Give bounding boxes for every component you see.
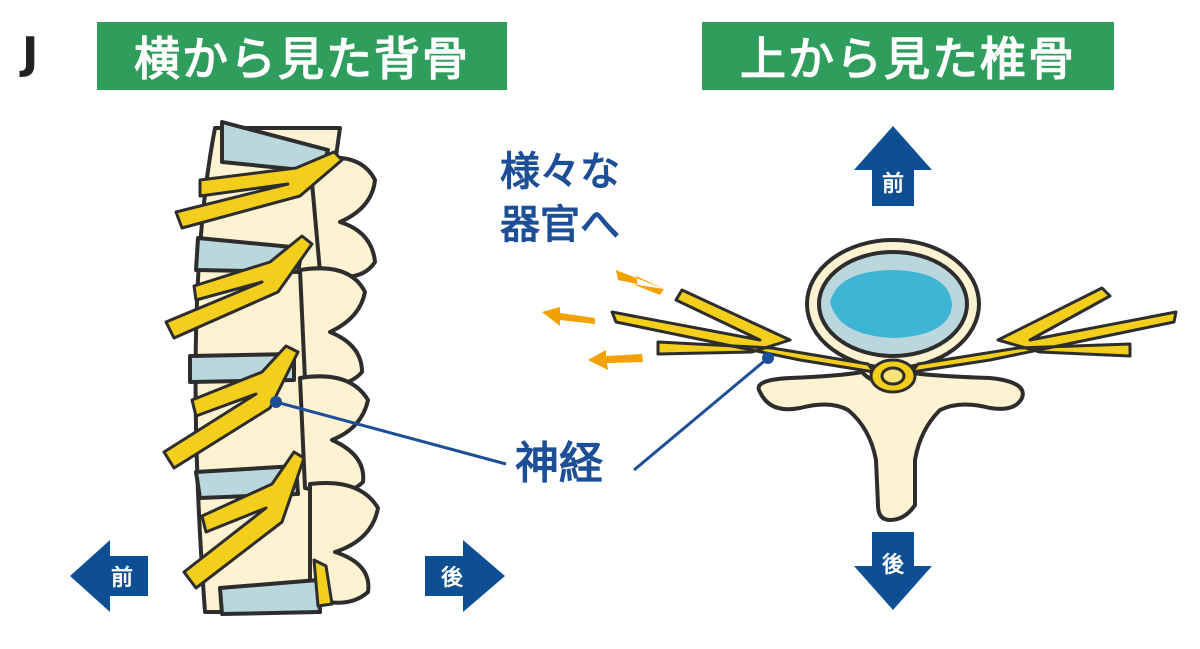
orange-arrow-3: [588, 350, 643, 370]
nerve-bundle-3: [162, 344, 300, 470]
nerve-leader-left: [275, 400, 507, 466]
nerve-bundle-1: [174, 150, 344, 230]
top-view-nerves: [610, 286, 1178, 394]
nerve-left-branches: [610, 288, 876, 374]
nerve-label: 神経: [515, 438, 604, 489]
front-label-left: 前: [111, 565, 133, 591]
organs-label-line1: 様々な: [500, 149, 620, 195]
orange-arrow-1: [616, 270, 664, 295]
spinous-process-2: [298, 266, 367, 387]
vertebral-arch: [756, 370, 1025, 522]
nerve-bundle-4: [182, 450, 306, 590]
nerve-tail-5: [312, 558, 334, 608]
nerve-bundle-2: [164, 234, 314, 340]
side-view-nerves: [162, 150, 344, 608]
orange-arrow-2: [542, 307, 595, 326]
right-title: 上から見た椎骨: [702, 22, 1114, 90]
corner-label: J: [22, 28, 39, 79]
organs-label-line2: 器官へ: [500, 202, 620, 248]
front-label-right: 前: [882, 171, 904, 197]
front-arrow-left: [70, 540, 148, 612]
spinous-process-1: [308, 155, 377, 279]
disc-5: [218, 578, 322, 616]
front-arrow-right: [854, 126, 932, 206]
back-arrow-right: [854, 532, 932, 610]
spinous-process-3: [298, 374, 370, 495]
back-label-left: 後: [441, 565, 464, 591]
nerve-right-branches: [910, 286, 1178, 374]
back-arrow-left: [425, 540, 505, 612]
spinal-cord-inner: [880, 366, 906, 386]
nerve-leader-right: [633, 356, 769, 472]
top-view-vertebra: [756, 238, 1025, 522]
organ-direction-arrows: [542, 270, 664, 370]
nucleus: [830, 270, 952, 338]
nerve-point-right: [762, 352, 774, 364]
left-title: 横から見た背骨: [97, 22, 507, 90]
back-label-right: 後: [882, 552, 905, 578]
